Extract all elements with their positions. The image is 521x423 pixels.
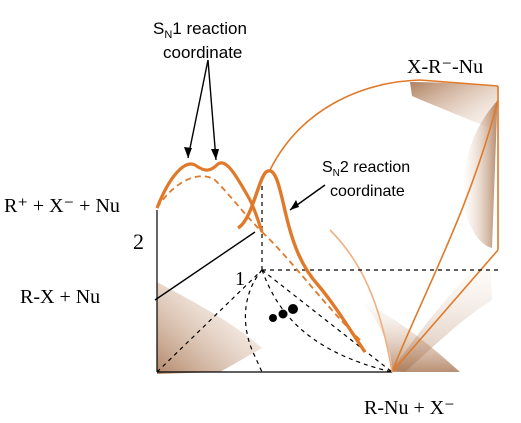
box-frame (156, 79, 499, 373)
point-2-label: 2 (133, 229, 144, 254)
point-1-label: 1 (235, 268, 245, 290)
sn1-label-line2: coordinate (163, 43, 242, 62)
sn2-label-line1: SN2 reaction (322, 159, 410, 179)
bottom-right-label: R-Nu + X⁻ (364, 397, 455, 419)
left-mid-label: R-X + Nu (20, 286, 100, 308)
sn1-label-line1: SN1 reaction (153, 19, 247, 41)
surface-shade-bottom-right (360, 300, 460, 372)
surface-shade-right (463, 86, 498, 248)
corner-top-right-label: X-R⁻-Nu (407, 56, 483, 78)
leader-arrowheads (184, 147, 299, 210)
molecule-dots (269, 304, 298, 322)
dashed-guides (156, 180, 498, 373)
surface-shade-bottom-left (157, 282, 262, 374)
sn2-reaction-curve (236, 169, 367, 353)
projection-curves (156, 175, 361, 341)
left-top-label: R⁺ + X⁻ + Nu (4, 195, 120, 217)
sn1-reaction-curve (155, 161, 264, 233)
sn2-label-line2: coordinate (330, 183, 405, 200)
surface-shade-top-right (410, 82, 498, 130)
